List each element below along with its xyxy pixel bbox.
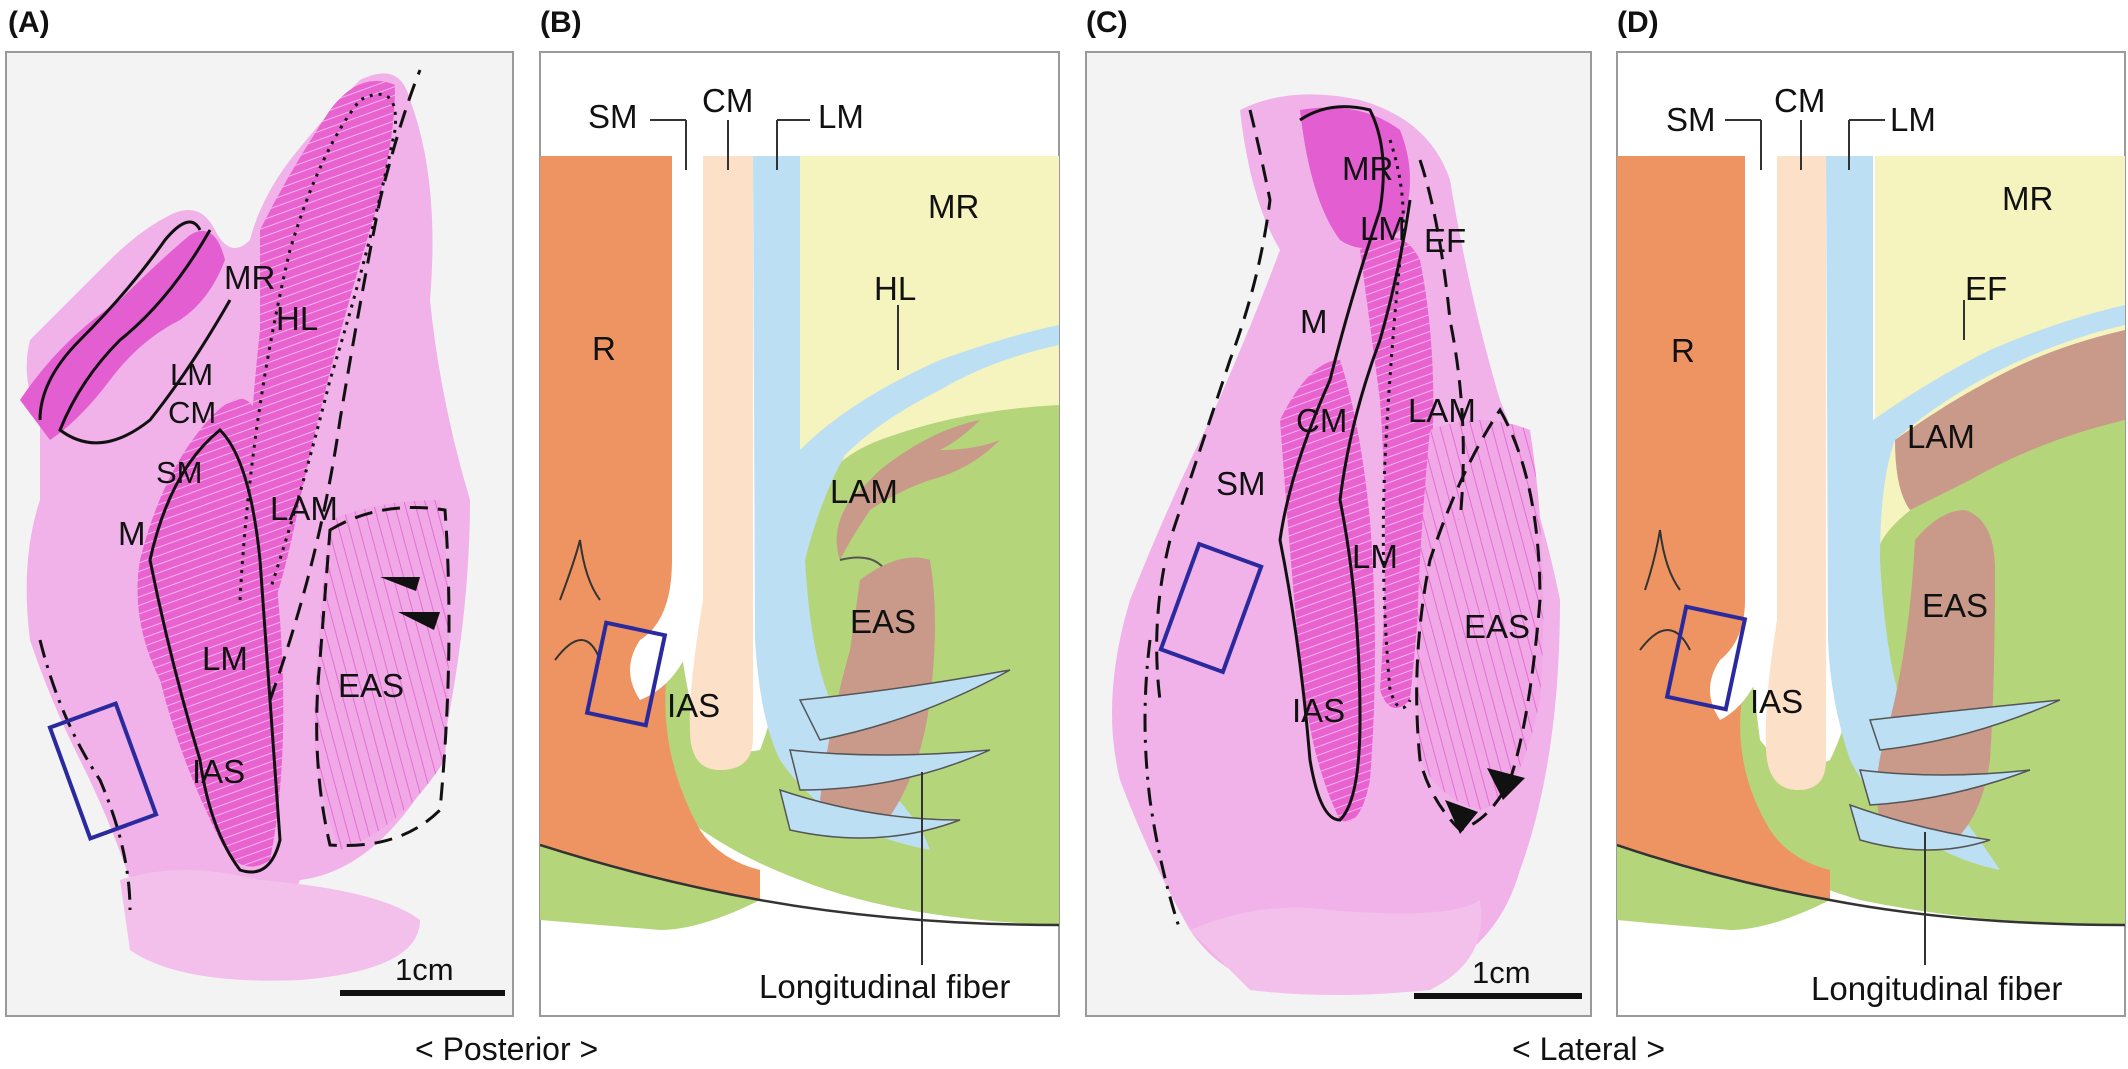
label-c-lm-top: LM [1360, 210, 1406, 247]
lower-fat [1617, 845, 1830, 930]
panel-d-label: (D) [1617, 6, 1659, 39]
panel-c: (C) MR LM EF M CM LAM SM LM EAS IAS [1085, 6, 1592, 1017]
label-d-mr: MR [2002, 180, 2053, 217]
label-b-mr: MR [928, 188, 979, 225]
label-d-ias: IAS [1750, 683, 1803, 720]
label-b-ias: IAS [667, 687, 720, 724]
panel-a-label: (A) [8, 6, 50, 39]
label-d-ef: EF [1965, 270, 2007, 307]
label-b-hl: HL [874, 270, 916, 307]
scale-bar-a [340, 990, 505, 996]
label-c-m: M [1300, 303, 1328, 340]
label-d-cm: CM [1774, 82, 1825, 119]
label-d-r: R [1671, 332, 1695, 369]
lam-region [836, 420, 1000, 560]
label-a-ias: IAS [192, 753, 245, 790]
panel-c-label: (C) [1086, 6, 1128, 39]
lam-region [1895, 330, 2125, 510]
label-d-lm: LM [1890, 101, 1936, 138]
scale-bar-c-label: 1cm [1472, 955, 1531, 990]
fat-region [600, 405, 1059, 925]
rectum-region [1617, 156, 1830, 900]
ias-region [1765, 156, 1826, 790]
label-b-cm: CM [702, 82, 753, 119]
label-b-eas: EAS [850, 603, 916, 640]
label-a-cm: CM [168, 395, 216, 430]
eas-region [1876, 510, 1995, 850]
region-box [1158, 541, 1264, 675]
label-c-ef: EF [1424, 222, 1466, 259]
arrowhead-marker [1487, 768, 1525, 800]
label-c-lam: LAM [1408, 392, 1476, 429]
label-b-lam: LAM [830, 473, 898, 510]
scale-bar-c [1414, 993, 1582, 999]
label-d-eas: EAS [1922, 587, 1988, 624]
panel-b-schematic [540, 119, 1059, 965]
label-a-hl: HL [276, 300, 318, 337]
region-box [47, 701, 159, 841]
caption-posterior: < Posterior > [415, 1031, 598, 1067]
label-c-cm: CM [1296, 402, 1347, 439]
label-b-r: R [592, 330, 616, 367]
label-d-lam: LAM [1907, 418, 1975, 455]
label-d-sm: SM [1666, 101, 1716, 138]
scale-bar-a-label: 1cm [395, 952, 454, 987]
label-d-fiber: Longitudinal fiber [1811, 970, 2062, 1007]
label-c-mr: MR [1342, 150, 1393, 187]
panel-d-schematic [1617, 119, 2125, 965]
longitudinal-muscle [1826, 156, 2125, 870]
label-c-ias: IAS [1292, 692, 1345, 729]
label-c-eas: EAS [1464, 608, 1530, 645]
label-a-mr: MR [224, 259, 275, 296]
panel-a: (A) MR HL LM CM SM M LAM LM EAS I [5, 6, 514, 1017]
label-a-m: M [118, 515, 146, 552]
lower-fat [540, 845, 760, 930]
label-a-sm: SM [156, 455, 203, 490]
panel-c-histology [1112, 94, 1560, 995]
label-a-lm: LM [202, 640, 248, 677]
region-box [1664, 604, 1748, 712]
label-c-sm: SM [1216, 465, 1266, 502]
label-a-eas: EAS [338, 667, 404, 704]
label-b-sm: SM [588, 98, 638, 135]
label-b-lm: LM [818, 98, 864, 135]
panel-a-histology [20, 69, 471, 981]
label-b-fiber: Longitudinal fiber [759, 968, 1010, 1005]
arrowhead-marker [1445, 800, 1478, 834]
label-c-lm: LM [1352, 538, 1398, 575]
ias-region [689, 156, 753, 770]
label-a-lam: LAM [270, 490, 338, 527]
region-box [584, 620, 668, 728]
arrowhead-marker [380, 577, 420, 591]
panel-b-label: (B) [540, 6, 582, 39]
caption-lateral: < Lateral > [1512, 1031, 1665, 1067]
panel-d: (D) SM CM LM [1616, 6, 2126, 1017]
panel-b: (B) SM CM [539, 6, 1060, 1017]
longitudinal-muscle [753, 156, 1059, 850]
arrowhead-marker [398, 612, 440, 630]
label-a-lm-top: LM [170, 357, 213, 392]
